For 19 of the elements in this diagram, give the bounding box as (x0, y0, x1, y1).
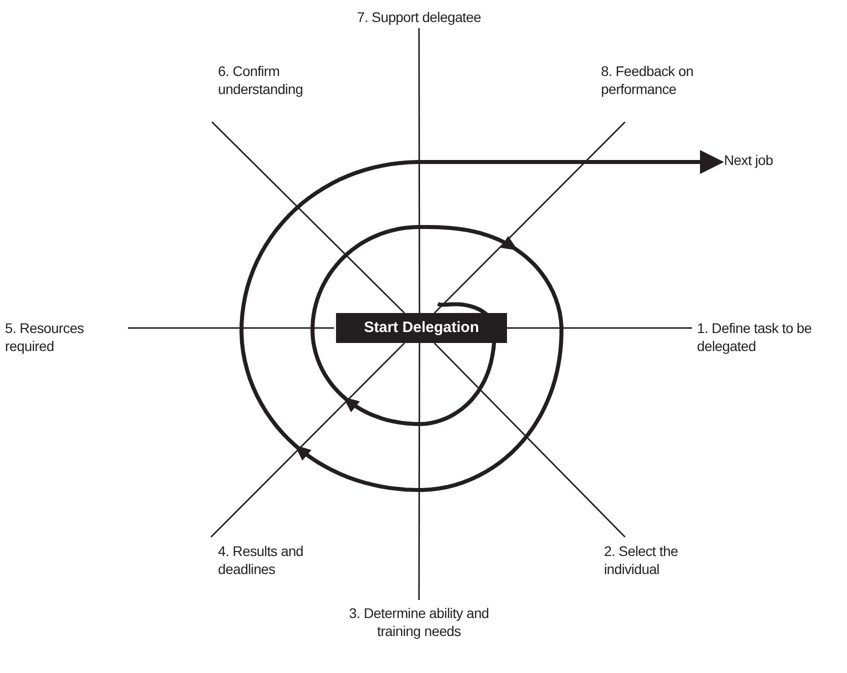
leader-line (418, 28, 420, 313)
step-label: 7. Support delegatee (329, 8, 509, 26)
step-label: 4. Results and deadlines (218, 542, 318, 578)
leader-line (210, 342, 406, 538)
step-label: 1. Define task to be delegated (697, 319, 822, 355)
step-label: 2. Select the individual (604, 542, 704, 578)
leader-line (434, 342, 626, 538)
step-label: 6. Confirm understanding (218, 62, 318, 98)
leader-line (505, 327, 692, 329)
spiral-arrow (240, 150, 724, 492)
step-label: 3. Determine ability and training needs (339, 604, 499, 640)
start-box: Start Delegation (336, 313, 507, 343)
step-label: Next job (724, 151, 794, 169)
step-label: 8. Feedback on performance (601, 62, 711, 98)
leader-line (434, 121, 626, 314)
step-label: 5. Resources required (5, 319, 115, 355)
leader-line (211, 121, 405, 314)
leader-line (418, 343, 420, 600)
leader-line (128, 327, 334, 329)
